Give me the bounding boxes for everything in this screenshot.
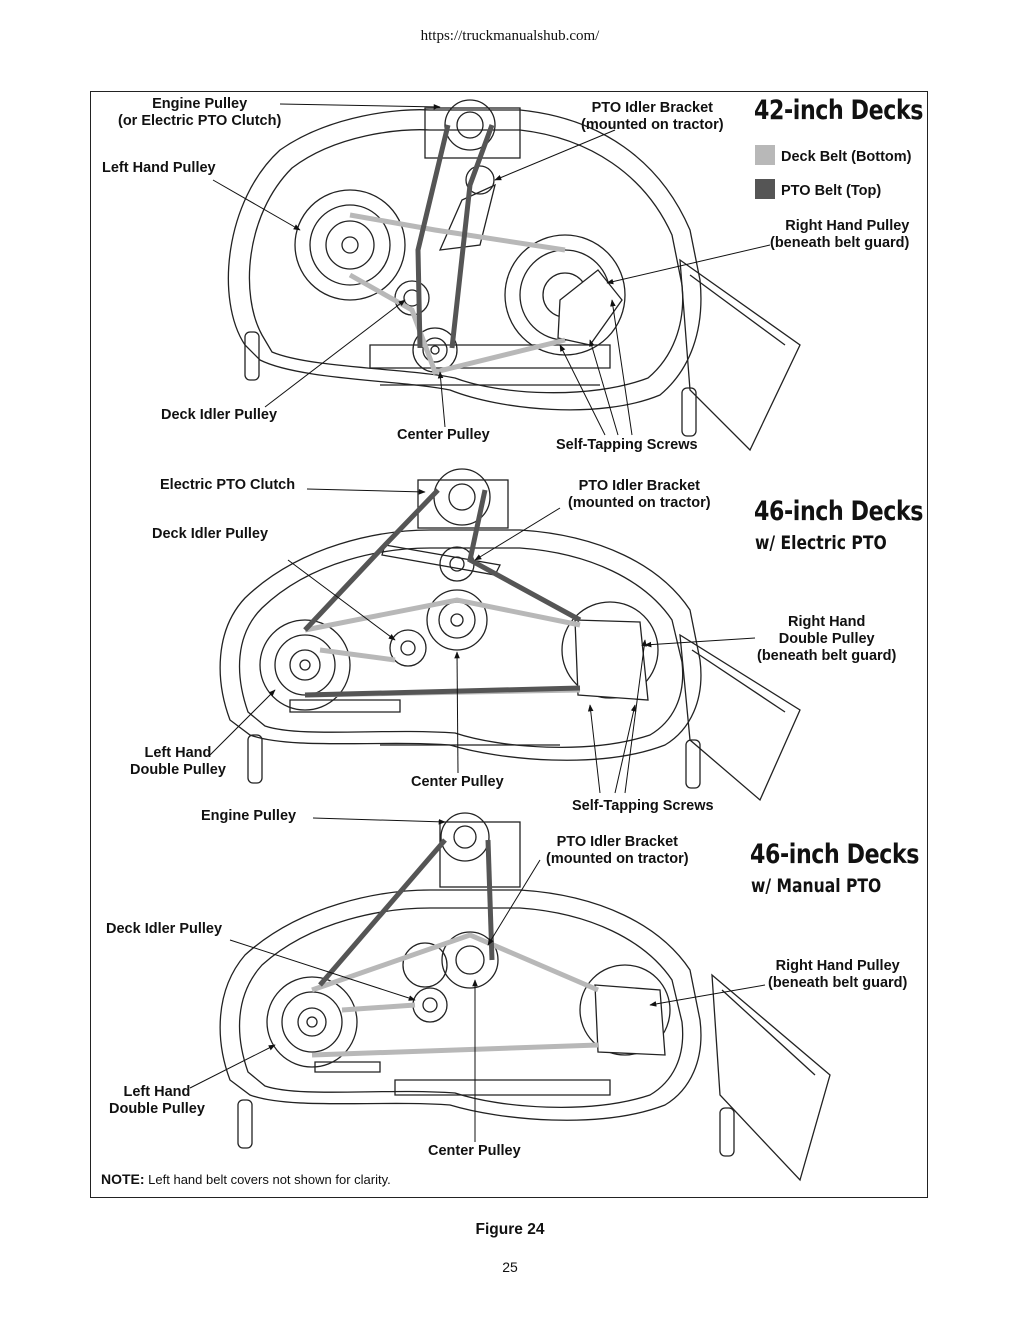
clarity-note: NOTE: Left hand belt covers not shown fo… xyxy=(101,1171,391,1187)
deck-46-electric-subtitle: w/ Electric PTO xyxy=(755,532,887,554)
label-pto-idler-bracket-46m: PTO Idler Bracket (mounted on tractor) xyxy=(546,834,689,867)
source-url: https://truckmanualshub.com/ xyxy=(420,28,600,44)
note-text: Left hand belt covers not shown for clar… xyxy=(144,1172,391,1187)
deck-belt-swatch xyxy=(755,145,775,165)
label-center-pulley-46m: Center Pulley xyxy=(428,1143,521,1159)
deck-42-title: 42-inch Decks xyxy=(754,95,924,126)
deck-46-manual-subtitle: w/ Manual PTO xyxy=(751,875,882,897)
label-electric-pto-clutch: Electric PTO Clutch xyxy=(160,477,296,493)
legend-deck-belt: Deck Belt (Bottom) xyxy=(781,149,912,165)
deck-42-drawing xyxy=(227,99,801,452)
deck-46-manual-title: 46-inch Decks xyxy=(750,839,920,870)
label-right-hand-double-pulley-46e: Right Hand Double Pulley (beneath belt g… xyxy=(757,614,897,664)
label-pto-idler-bracket-42: PTO Idler Bracket (mounted on tractor) xyxy=(581,100,724,133)
label-pto-idler-bracket-46e: PTO Idler Bracket (mounted on tractor) xyxy=(568,478,711,511)
label-left-hand-double-pulley-46m: Left Hand Double Pulley xyxy=(109,1084,205,1117)
label-center-pulley-46e: Center Pulley xyxy=(411,774,504,790)
label-deck-idler-pulley-46e: Deck Idler Pulley xyxy=(152,526,269,542)
label-engine-pulley-46m: Engine Pulley xyxy=(201,808,297,824)
label-center-pulley-42: Center Pulley xyxy=(397,427,490,443)
page-number: 25 xyxy=(502,1259,518,1275)
figure-caption: Figure 24 xyxy=(475,1221,545,1238)
deck-46-electric-drawing xyxy=(219,468,801,802)
figure-frame xyxy=(90,91,928,1198)
note-prefix: NOTE: xyxy=(101,1171,145,1187)
deck-46-electric-title: 46-inch Decks xyxy=(754,496,924,527)
label-left-hand-double-pulley-46e: Left Hand Double Pulley xyxy=(130,745,226,778)
label-right-hand-pulley-42: Right Hand Pulley (beneath belt guard) xyxy=(770,218,910,251)
label-engine-pulley-42: Engine Pulley (or Electric PTO Clutch) xyxy=(118,96,282,129)
label-self-tapping-screws-46e: Self-Tapping Screws xyxy=(572,798,714,814)
deck-46-manual-drawing xyxy=(219,812,831,1182)
label-left-hand-pulley-42: Left Hand Pulley xyxy=(102,160,216,176)
label-deck-idler-pulley-46m: Deck Idler Pulley xyxy=(106,921,223,937)
legend-pto-belt: PTO Belt (Top) xyxy=(781,183,882,199)
pto-belt-swatch xyxy=(755,179,775,199)
label-self-tapping-screws-42: Self-Tapping Screws xyxy=(556,437,698,453)
label-deck-idler-pulley-42: Deck Idler Pulley xyxy=(161,407,278,423)
label-right-hand-pulley-46m: Right Hand Pulley (beneath belt guard) xyxy=(768,958,908,991)
